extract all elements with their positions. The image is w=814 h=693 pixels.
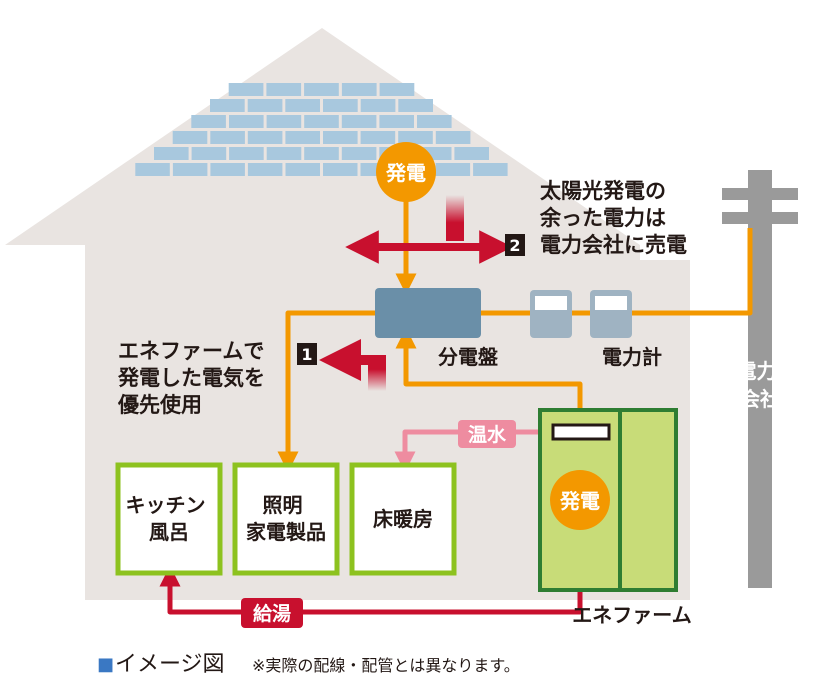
priority-use-arrow (319, 339, 386, 391)
solar-panel-cell (304, 147, 339, 160)
solar-panel-cell (135, 163, 170, 176)
solar-panel-cell (323, 163, 358, 176)
svg-text:温水: 温水 (468, 424, 507, 446)
priority-note: 1 エネファームで 発電した電気を 優先使用 (117, 339, 317, 417)
solar-panel-cell (154, 147, 189, 160)
solar-panel-cell (247, 163, 283, 176)
room-floor-heating: 床暖房 (349, 462, 457, 576)
solar-panel-cell (191, 115, 226, 128)
room-kitchen-bath: キッチン 風呂 (115, 462, 223, 576)
solar-panel-cell (341, 83, 377, 96)
solar-panel-cell (247, 99, 283, 112)
solar-panel-cell (285, 163, 320, 176)
enefarm-generation-badge: 発電 (550, 470, 610, 530)
solar-panel-cell (323, 99, 358, 112)
solar-panel-cell (360, 99, 396, 112)
solar-panel-cell (398, 131, 433, 144)
solar-panel-cell (379, 83, 415, 96)
distribution-board (375, 288, 481, 338)
hot-water-supply-pipe (159, 565, 583, 615)
sell-electricity-arrow (345, 195, 513, 264)
solar-panel-cell (454, 147, 489, 160)
solar-panel-cell (266, 147, 302, 160)
hot-water-tag: 温水 (458, 420, 516, 448)
caption-note: ※実際の配線・配管とは異なります。 (252, 656, 520, 675)
solar-panel-cell (210, 131, 245, 144)
power-meter-label: 電力計 (602, 345, 662, 369)
solar-generation-badge: 発電 (376, 142, 436, 202)
power-meters (530, 290, 632, 338)
solar-panel-cell (172, 131, 208, 144)
solar-panel-cell (341, 147, 377, 160)
solar-panel-cell (398, 99, 433, 112)
svg-text:2: 2 (509, 236, 520, 255)
solar-panel-cell (435, 131, 471, 144)
solar-panel-cell (379, 115, 414, 128)
solar-panel-cell (304, 83, 339, 96)
caption-title: イメージ図 (115, 652, 225, 677)
enefarm-label: エネファーム (572, 603, 691, 627)
solar-panel-cell (172, 163, 208, 176)
solar-panel-cell (210, 163, 245, 176)
hot-water-supply-tag: 給湯 (241, 598, 303, 628)
solar-panel-cell (417, 115, 452, 128)
solar-panel-cell (323, 131, 358, 144)
solar-panel-cell (228, 83, 264, 96)
solar-panels (135, 83, 508, 176)
svg-text:照明 家電製品: 照明 家電製品 (246, 493, 326, 544)
solar-panel-cell (341, 115, 377, 128)
svg-text:キッチン 風呂: キッチン 風呂 (126, 493, 213, 544)
solar-panel-cell (360, 131, 396, 144)
svg-text:エネファームで 発電した電気を 優先: エネファームで 発電した電気を 優先使用 (117, 339, 272, 417)
surplus-note: 2 太陽光発電の 余った電力は 電力会社に売電 (505, 179, 687, 257)
solar-panel-cell (304, 115, 339, 128)
svg-text:1: 1 (301, 345, 312, 364)
solar-panel-cell (435, 163, 471, 176)
solar-panel-cell (266, 115, 302, 128)
distribution-board-label: 分電盤 (438, 345, 499, 369)
svg-text:給湯: 給湯 (253, 602, 291, 625)
solar-panel-cell (473, 163, 508, 176)
caption-marker: ■ (97, 654, 114, 675)
solar-panel-cell (247, 131, 283, 144)
solar-panel-cell (210, 99, 245, 112)
svg-text:太陽光発電の 余った電力は 電力会社: 太陽光発電の 余った電力は 電力会社に売電 (539, 179, 687, 257)
room-lighting-appliances: 照明 家電製品 (232, 462, 340, 576)
solar-panel-cell (229, 115, 264, 128)
solar-panel-cell (229, 147, 264, 160)
solar-panel-cell (285, 99, 320, 112)
solar-panel-cell (191, 147, 227, 160)
svg-text:発電: 発電 (385, 161, 426, 185)
power-company-label: 電力 会社 (737, 359, 784, 411)
solar-panel-cell (285, 131, 320, 144)
solar-panel-cell (266, 83, 302, 96)
svg-text:床暖房: 床暖房 (373, 507, 433, 531)
svg-text:発電: 発電 (559, 489, 600, 513)
